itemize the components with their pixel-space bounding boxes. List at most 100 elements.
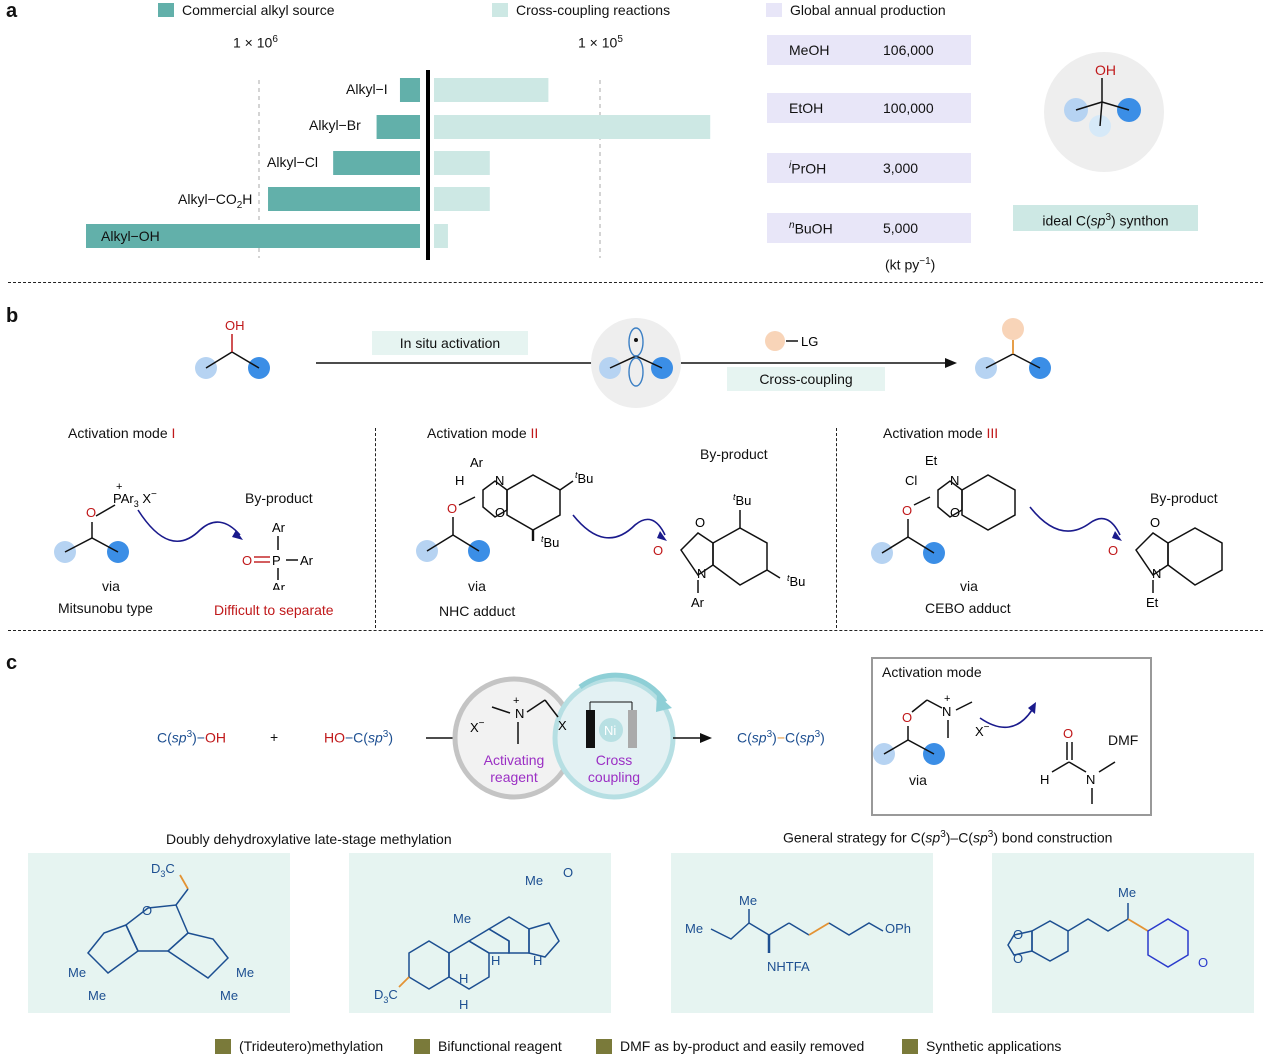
legend-commercial: Commercial alkyl source (158, 2, 334, 18)
legend-global: Global annual production (766, 2, 946, 18)
legend-swatch-commercial (158, 3, 174, 17)
radical-dot-icon (634, 338, 638, 342)
ar-label: Ar (300, 553, 314, 568)
cross-label: Cross (596, 752, 633, 768)
mitsunobu-label: Mitsunobu type (58, 600, 153, 616)
bar-label-chloride: Alkyl−Cl (267, 154, 318, 170)
me-label: Me (453, 911, 471, 926)
cross-coupling-label: Cross-coupling (727, 367, 885, 391)
me-label: Me (88, 988, 106, 1003)
difficult-label: Difficult to separate (214, 602, 334, 618)
me-label: Me (1118, 885, 1136, 900)
general-title-post: ) bond construction (993, 829, 1113, 846)
bond-line (544, 699, 559, 718)
ar-label: Ar (470, 455, 484, 470)
production-name-text: PrOH (791, 160, 827, 177)
bond-line (1101, 101, 1130, 111)
oxygen-label: O (950, 505, 960, 520)
hydrogen-label: H (455, 473, 464, 488)
nitrogen-label: N (697, 566, 706, 581)
nitrogen-label: N (1086, 772, 1095, 787)
oxygen-label: O (242, 553, 252, 568)
panel-a-letter: a (6, 0, 18, 22)
production-row: EtOH 100,000 (767, 93, 971, 123)
production-unit: (kt py−1) (885, 256, 935, 273)
panel-divider (8, 630, 1263, 631)
bond-line (458, 496, 476, 506)
bond-line (913, 496, 931, 506)
ar-label: Ar (272, 580, 286, 590)
product-close-1: ) (772, 729, 777, 746)
commercial-bar (268, 187, 420, 211)
bifunctional-reagent-graphic: + N X X− Activating reagent Ni Cross cou… (426, 672, 712, 800)
bond-line (955, 701, 973, 711)
synthon-label-sp: sp (1090, 212, 1106, 229)
steroid-ring-icon (467, 928, 510, 954)
carbon-chain (1067, 918, 1129, 932)
tbu-label: tBu (733, 492, 751, 508)
feature-swatch (596, 1038, 612, 1054)
me-label: Me (236, 965, 254, 980)
general-title-pre: General strategy for C( (783, 829, 926, 846)
bond-line (883, 739, 935, 755)
cyclopentanone-ring-icon (528, 922, 560, 958)
bond-line (95, 504, 116, 517)
oxygen-label: O (1013, 927, 1023, 942)
via-label: via (468, 578, 486, 594)
cebo-label: CEBO adduct (925, 600, 1011, 616)
synthon-illustration: OH (1044, 52, 1164, 172)
feature-swatch (902, 1038, 918, 1054)
hydrogen-label: H (459, 997, 468, 1012)
arrowhead-icon (700, 733, 712, 743)
bond-line (881, 536, 935, 554)
synthon-label-pre: ideal C( (1042, 212, 1091, 229)
activation-scheme: OH LG (195, 318, 1051, 408)
production-value: 100,000 (883, 100, 934, 116)
panel-divider (8, 282, 1263, 283)
general-title-sp-1: sp (925, 829, 941, 846)
reactant-1-sp: sp (171, 729, 187, 746)
example-sugar-box: D3C O Me Me Me Me (28, 853, 290, 1013)
reagent-label: reagent (490, 769, 538, 785)
production-row: MeOH 106,000 (767, 35, 971, 65)
oxygen-label: O (1063, 726, 1073, 741)
legend-swatch-global (766, 3, 782, 17)
legend-global-label: Global annual production (790, 2, 946, 18)
example-steroid-box: Me O Me H H H H D3C (349, 853, 611, 1013)
nitrogen-label: N (1152, 566, 1161, 581)
reactant-2: HO−C(sp3) (324, 729, 393, 746)
legend-swatch-cross (492, 3, 508, 17)
general-strategy-title: General strategy for C(sp3)–C(sp3) bond … (783, 829, 1112, 846)
hydrogen-label: H (491, 953, 500, 968)
feature-tag: (Trideutero)methylation (215, 1038, 383, 1054)
dmf-mechanism: O + N X− O H N (873, 693, 1116, 804)
nitrogen-label: N (942, 704, 951, 719)
bar-label-acid-end: H (242, 191, 253, 207)
d3c-label: D3C (151, 861, 175, 879)
via-label: via (909, 772, 927, 788)
plus-charge: + (944, 693, 950, 705)
bond-line (766, 569, 781, 579)
cross-coupling-bar (434, 224, 448, 248)
mode-divider (375, 428, 376, 628)
bond-line (788, 922, 810, 936)
x-label: X (558, 718, 567, 733)
scale-left-text: 1 × 10 (233, 34, 273, 51)
bond-line (768, 922, 790, 936)
panel-b-letter: b (6, 305, 19, 327)
reactant-1-oh: OH (204, 729, 226, 746)
oxygen-label: O (86, 505, 96, 520)
reactant-1-pre: C( (157, 729, 172, 746)
carbon-chain (710, 922, 770, 940)
cross-coupling-bar (434, 151, 490, 175)
mode-1-title-text: Activation mode (68, 425, 172, 441)
bond-line (559, 480, 574, 491)
reactant-1: C(sp3)−OH (157, 729, 226, 746)
coupling-label: coupling (588, 769, 640, 785)
production-sup: i (789, 160, 792, 171)
production-name: EtOH (789, 100, 824, 116)
curved-arrow-icon (572, 514, 666, 539)
reactant-2-ho: HO (324, 729, 345, 746)
electrode-icon (628, 710, 637, 748)
reactant-2-text: −C( (345, 729, 368, 746)
